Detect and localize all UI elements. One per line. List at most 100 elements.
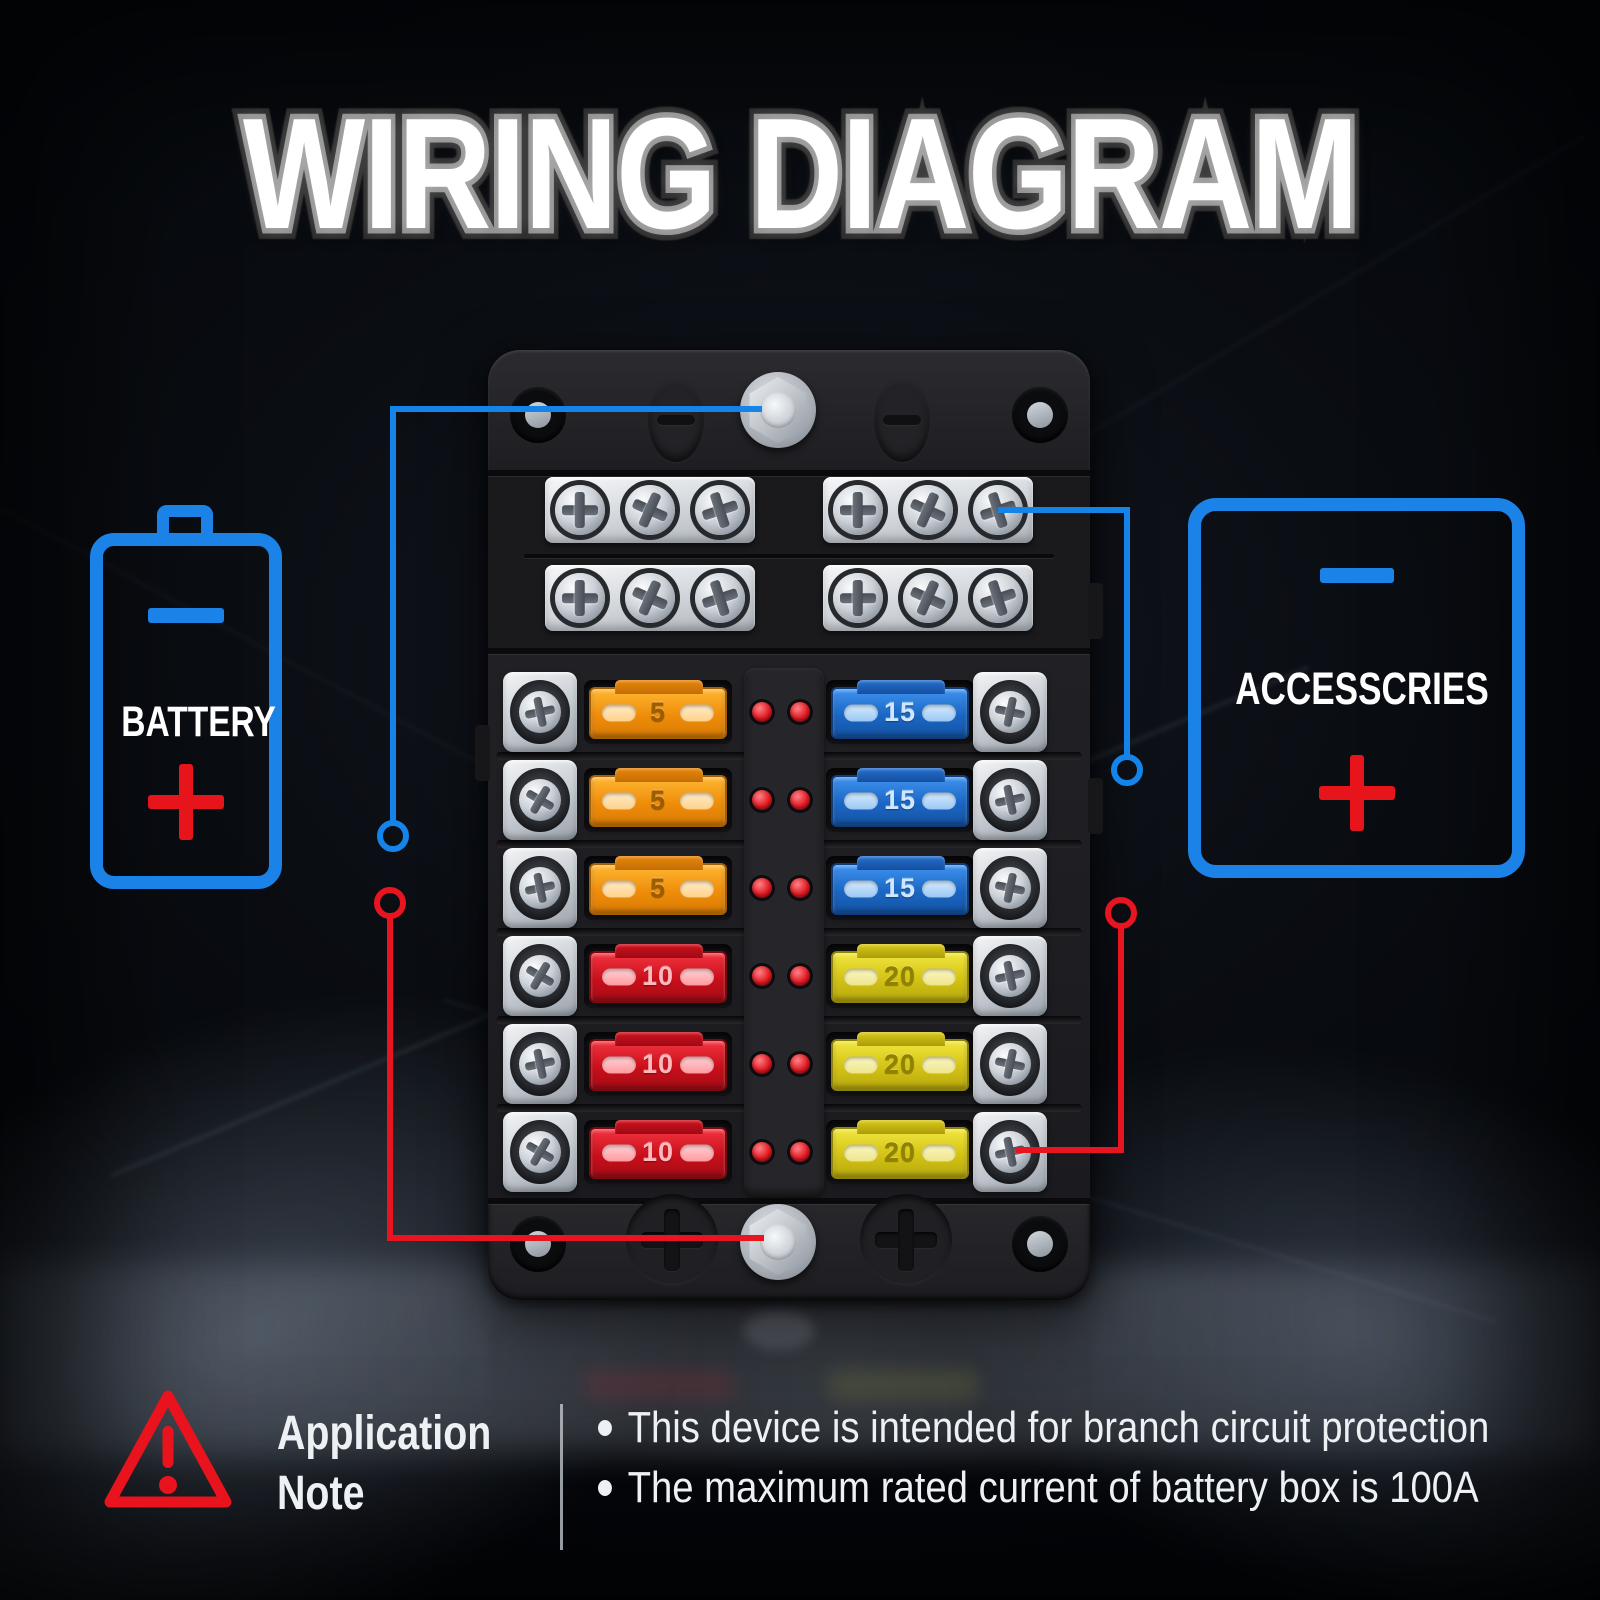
bullet-icon	[598, 1420, 612, 1436]
indicator-led	[752, 1142, 772, 1162]
screw-icon	[625, 485, 675, 535]
fuse-amp-label: 5	[649, 696, 667, 727]
note-heading-line1: Application	[277, 1407, 492, 1460]
page-title-outline: WIRING DIAGRAM	[238, 81, 1363, 268]
indicator-led	[752, 966, 772, 986]
screw-icon	[555, 485, 605, 535]
fuse-row: 10 20	[488, 1020, 1090, 1108]
blade-fuse: 5	[589, 680, 727, 739]
battery-icon: BATTERY	[88, 500, 290, 900]
terminal-screw-block	[503, 672, 577, 752]
terminal-screw-block	[503, 1112, 577, 1192]
fuse-amp-label: 20	[883, 1048, 917, 1079]
indicator-led	[752, 702, 772, 722]
terminal-screw-block	[973, 936, 1047, 1016]
screw-icon	[903, 573, 953, 623]
blade-fuse: 20	[831, 1120, 969, 1179]
fuse-row: 5 15	[488, 668, 1090, 756]
screw-icon	[519, 1131, 561, 1173]
indicator-led	[752, 878, 772, 898]
screw-icon	[555, 573, 605, 623]
mounting-hole	[510, 387, 566, 443]
screw-icon	[973, 573, 1023, 623]
accessory-positive-wire	[1016, 927, 1124, 1153]
screw-icon	[903, 485, 953, 535]
indicator-led	[790, 1142, 810, 1162]
fuse-row: 10 20	[488, 1108, 1090, 1196]
terminal-screw-block	[973, 1024, 1047, 1104]
application-note: Application Note This device is intended…	[0, 1370, 1600, 1580]
divider	[560, 1404, 563, 1550]
terminal-screw-block	[503, 760, 577, 840]
screw-icon	[625, 573, 675, 623]
accessory-negative-wire	[998, 507, 1130, 756]
latch-tab	[475, 725, 490, 781]
bus-bar	[823, 565, 1033, 631]
terminal-screw-block	[973, 848, 1047, 928]
battery-label: BATTERY	[121, 698, 276, 746]
battery-terminal-icon	[157, 505, 213, 539]
page-title: WIRING DIAGRAM WIRING DIAGRAM WIRING DIA…	[144, 75, 1456, 284]
indicator-led	[790, 878, 810, 898]
fuse-row: 5 15	[488, 756, 1090, 844]
terminal-screw-block	[503, 1024, 577, 1104]
fuse-slot: 15	[826, 768, 974, 832]
fuse-amp-label: 20	[883, 1136, 917, 1167]
fuse-slot: 5	[584, 680, 732, 744]
bullet-icon	[598, 1480, 612, 1496]
latch-tab	[1088, 583, 1103, 639]
indicator-led	[752, 790, 772, 810]
fuse-slot: 10	[584, 944, 732, 1008]
blade-fuse: 5	[589, 856, 727, 915]
battery-negative-wire	[390, 406, 762, 822]
screw-icon	[519, 1043, 561, 1085]
bus-bar	[545, 477, 755, 543]
fuse-amp-label: 20	[883, 960, 917, 991]
terminal-screw-block	[503, 936, 577, 1016]
battery-positive-wire	[387, 917, 764, 1241]
terminal-screw-block	[973, 672, 1047, 752]
screw-icon	[519, 955, 561, 997]
screw-icon	[695, 573, 745, 623]
note-bullet: This device is intended for branch circu…	[598, 1398, 1489, 1458]
battery-negative-node	[377, 820, 409, 852]
fuse-row: 10 20	[488, 932, 1090, 1020]
page-title-outline: WIRING DIAGRAM	[234, 75, 1368, 273]
screw-icon	[695, 485, 745, 535]
indicator-led	[790, 790, 810, 810]
terminal-screw-block	[503, 848, 577, 928]
blade-fuse: 15	[831, 768, 969, 827]
screw-icon	[989, 691, 1031, 733]
ground-stud-nut	[740, 1204, 816, 1280]
fuse-amp-label: 10	[641, 1136, 675, 1167]
blade-fuse: 20	[831, 944, 969, 1003]
note-bullet-text: The maximum rated current of battery box…	[627, 1463, 1479, 1512]
mounting-hole	[1012, 1216, 1068, 1272]
mounting-hole	[1012, 387, 1068, 443]
note-bullet-text: This device is intended for branch circu…	[627, 1403, 1490, 1452]
accessories-label: ACCESSCRIES	[1235, 663, 1489, 714]
fuse-slot: 10	[584, 1120, 732, 1184]
blade-fuse: 10	[589, 1032, 727, 1091]
indicator-led	[790, 966, 810, 986]
knockout-cross	[860, 1194, 952, 1286]
page-title-text: WIRING DIAGRAM	[242, 86, 1359, 262]
minus-icon	[148, 608, 224, 623]
minus-icon	[1319, 568, 1394, 583]
fuse-row: 5 15	[488, 844, 1090, 932]
indicator-led	[790, 702, 810, 722]
note-bullet: The maximum rated current of battery box…	[598, 1458, 1489, 1518]
accessory-negative-node	[1111, 754, 1143, 786]
bus-bar	[823, 477, 1033, 543]
blade-fuse: 10	[589, 944, 727, 1003]
fuse-box: 5 15 5 15	[475, 350, 1103, 1300]
screw-icon	[989, 955, 1031, 997]
screw-icon	[833, 573, 883, 623]
battery-positive-node	[374, 887, 406, 919]
battery-body: BATTERY	[90, 533, 282, 889]
warning-icon	[104, 1390, 232, 1508]
fuse-amp-label: 10	[641, 960, 675, 991]
knockout-oval	[874, 378, 930, 462]
indicator-led	[790, 1054, 810, 1074]
